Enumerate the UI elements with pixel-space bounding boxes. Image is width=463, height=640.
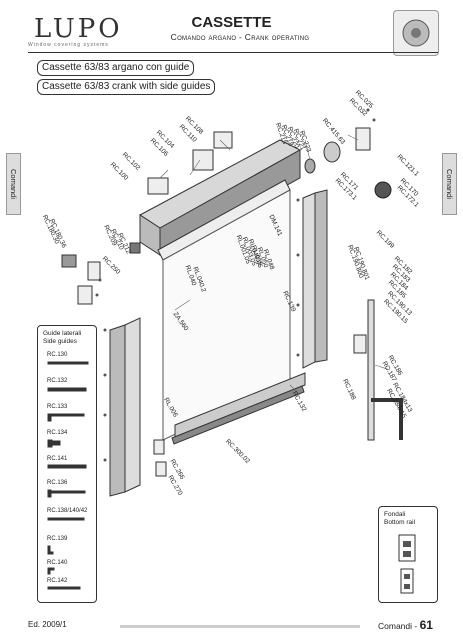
bottom-rail-title-en: Bottom rail (384, 519, 416, 526)
brand-name: LUPO (34, 14, 123, 44)
end-cap-top (213, 131, 233, 149)
page-title: CASSETTE (191, 14, 272, 31)
product-thumbnail-icon (393, 10, 439, 56)
right-guide-inner (314, 189, 328, 363)
guide-item: RC.139 (47, 536, 68, 542)
guide-item: RC.132 (47, 378, 68, 384)
footer-page-info: Comandi - 61 (378, 618, 433, 632)
guide-item: RC.141 (47, 456, 68, 462)
endplug (129, 242, 141, 254)
guide-item: RC.138/140/42 (47, 508, 88, 514)
spring-plug (61, 254, 77, 268)
bottom-weight (171, 385, 305, 445)
bottom-rail-profile-icon (398, 534, 416, 594)
footer-separator: - (414, 621, 418, 631)
footer-section: Comandi (378, 621, 413, 631)
edition-label: Ed. 2009/1 (28, 620, 67, 629)
crank-rod (367, 299, 375, 441)
plate-left (87, 261, 101, 281)
cassette-body (159, 149, 301, 256)
page-subtitle: Comando argano - Crank operating (170, 32, 310, 42)
guide-item: RC.130 (47, 352, 68, 358)
bottom-rail-title-it: Fondali (384, 511, 406, 518)
brand-logo: LUPO Window covering systems (28, 14, 124, 50)
side-tab-right[interactable]: Comandi (442, 153, 457, 215)
side-guides-title-it: Guide laterali (43, 330, 82, 337)
gear-pulley (374, 181, 392, 199)
end-cap-left (192, 149, 214, 171)
side-guides-title-en: Side guides (43, 338, 77, 345)
cassette-guide-button[interactable]: Cassette 63/83 argano con guide (37, 60, 195, 76)
cassette-side-guides-button[interactable]: Cassette 63/83 crank with side guides (37, 79, 216, 95)
bottom-rail-panel: Fondali Bottom rail (378, 506, 438, 603)
crank-handle (371, 398, 403, 440)
bottom-bar (174, 372, 306, 438)
header-divider (28, 52, 438, 53)
guide-item: RC.142 (47, 578, 68, 584)
side-tab-left[interactable]: Comandi (6, 153, 21, 215)
plate-left-lower (77, 285, 93, 305)
footer-divider (120, 625, 360, 628)
side-guides-panel: Guide laterali Side guides (37, 325, 97, 603)
wall-bracket (353, 334, 367, 354)
left-guide-inner (109, 324, 126, 497)
guide-item: RC.140 (47, 560, 68, 566)
gearbox (323, 141, 341, 163)
end-stop-2 (155, 461, 167, 477)
guide-item: RC.134 (47, 430, 68, 436)
guide-item: RC.133 (47, 404, 68, 410)
guide-item: RC.136 (47, 480, 68, 486)
end-stop (153, 439, 165, 455)
brand-tagline: Window covering systems (28, 42, 109, 48)
page-number: 61 (419, 618, 433, 632)
end-cap-mid (147, 177, 169, 195)
